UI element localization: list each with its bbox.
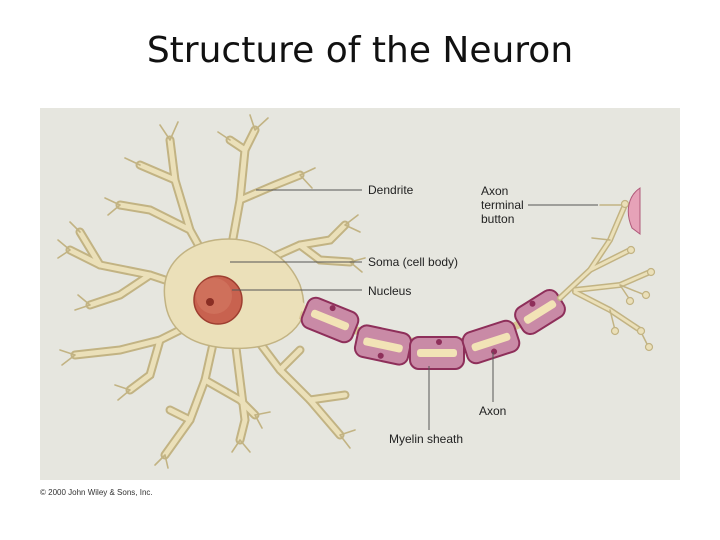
neuron-figure: [40, 108, 680, 480]
nucleus: [193, 275, 243, 325]
label-axon-terminal-line1: Axon: [481, 184, 509, 198]
axon-terminals: [557, 199, 656, 352]
leader-lines: [230, 189, 598, 430]
neuron-illustration: [57, 114, 656, 469]
label-axon: Axon: [479, 404, 507, 418]
label-axon-terminal-line3: button: [481, 212, 515, 226]
label-nucleus: Nucleus: [368, 284, 412, 298]
label-dendrite: Dendrite: [368, 183, 414, 197]
label-soma: Soma (cell body): [368, 255, 459, 269]
myelin-sheath-segments: [300, 288, 566, 370]
postsynaptic-target: [627, 187, 641, 235]
label-axon-terminal-line2: terminal: [481, 198, 524, 212]
page-title: Structure of the Neuron: [146, 30, 574, 71]
copyright-notice: © 2000 John Wiley & Sons, Inc.: [40, 488, 153, 497]
label-myelin-sheath: Myelin sheath: [389, 432, 464, 446]
